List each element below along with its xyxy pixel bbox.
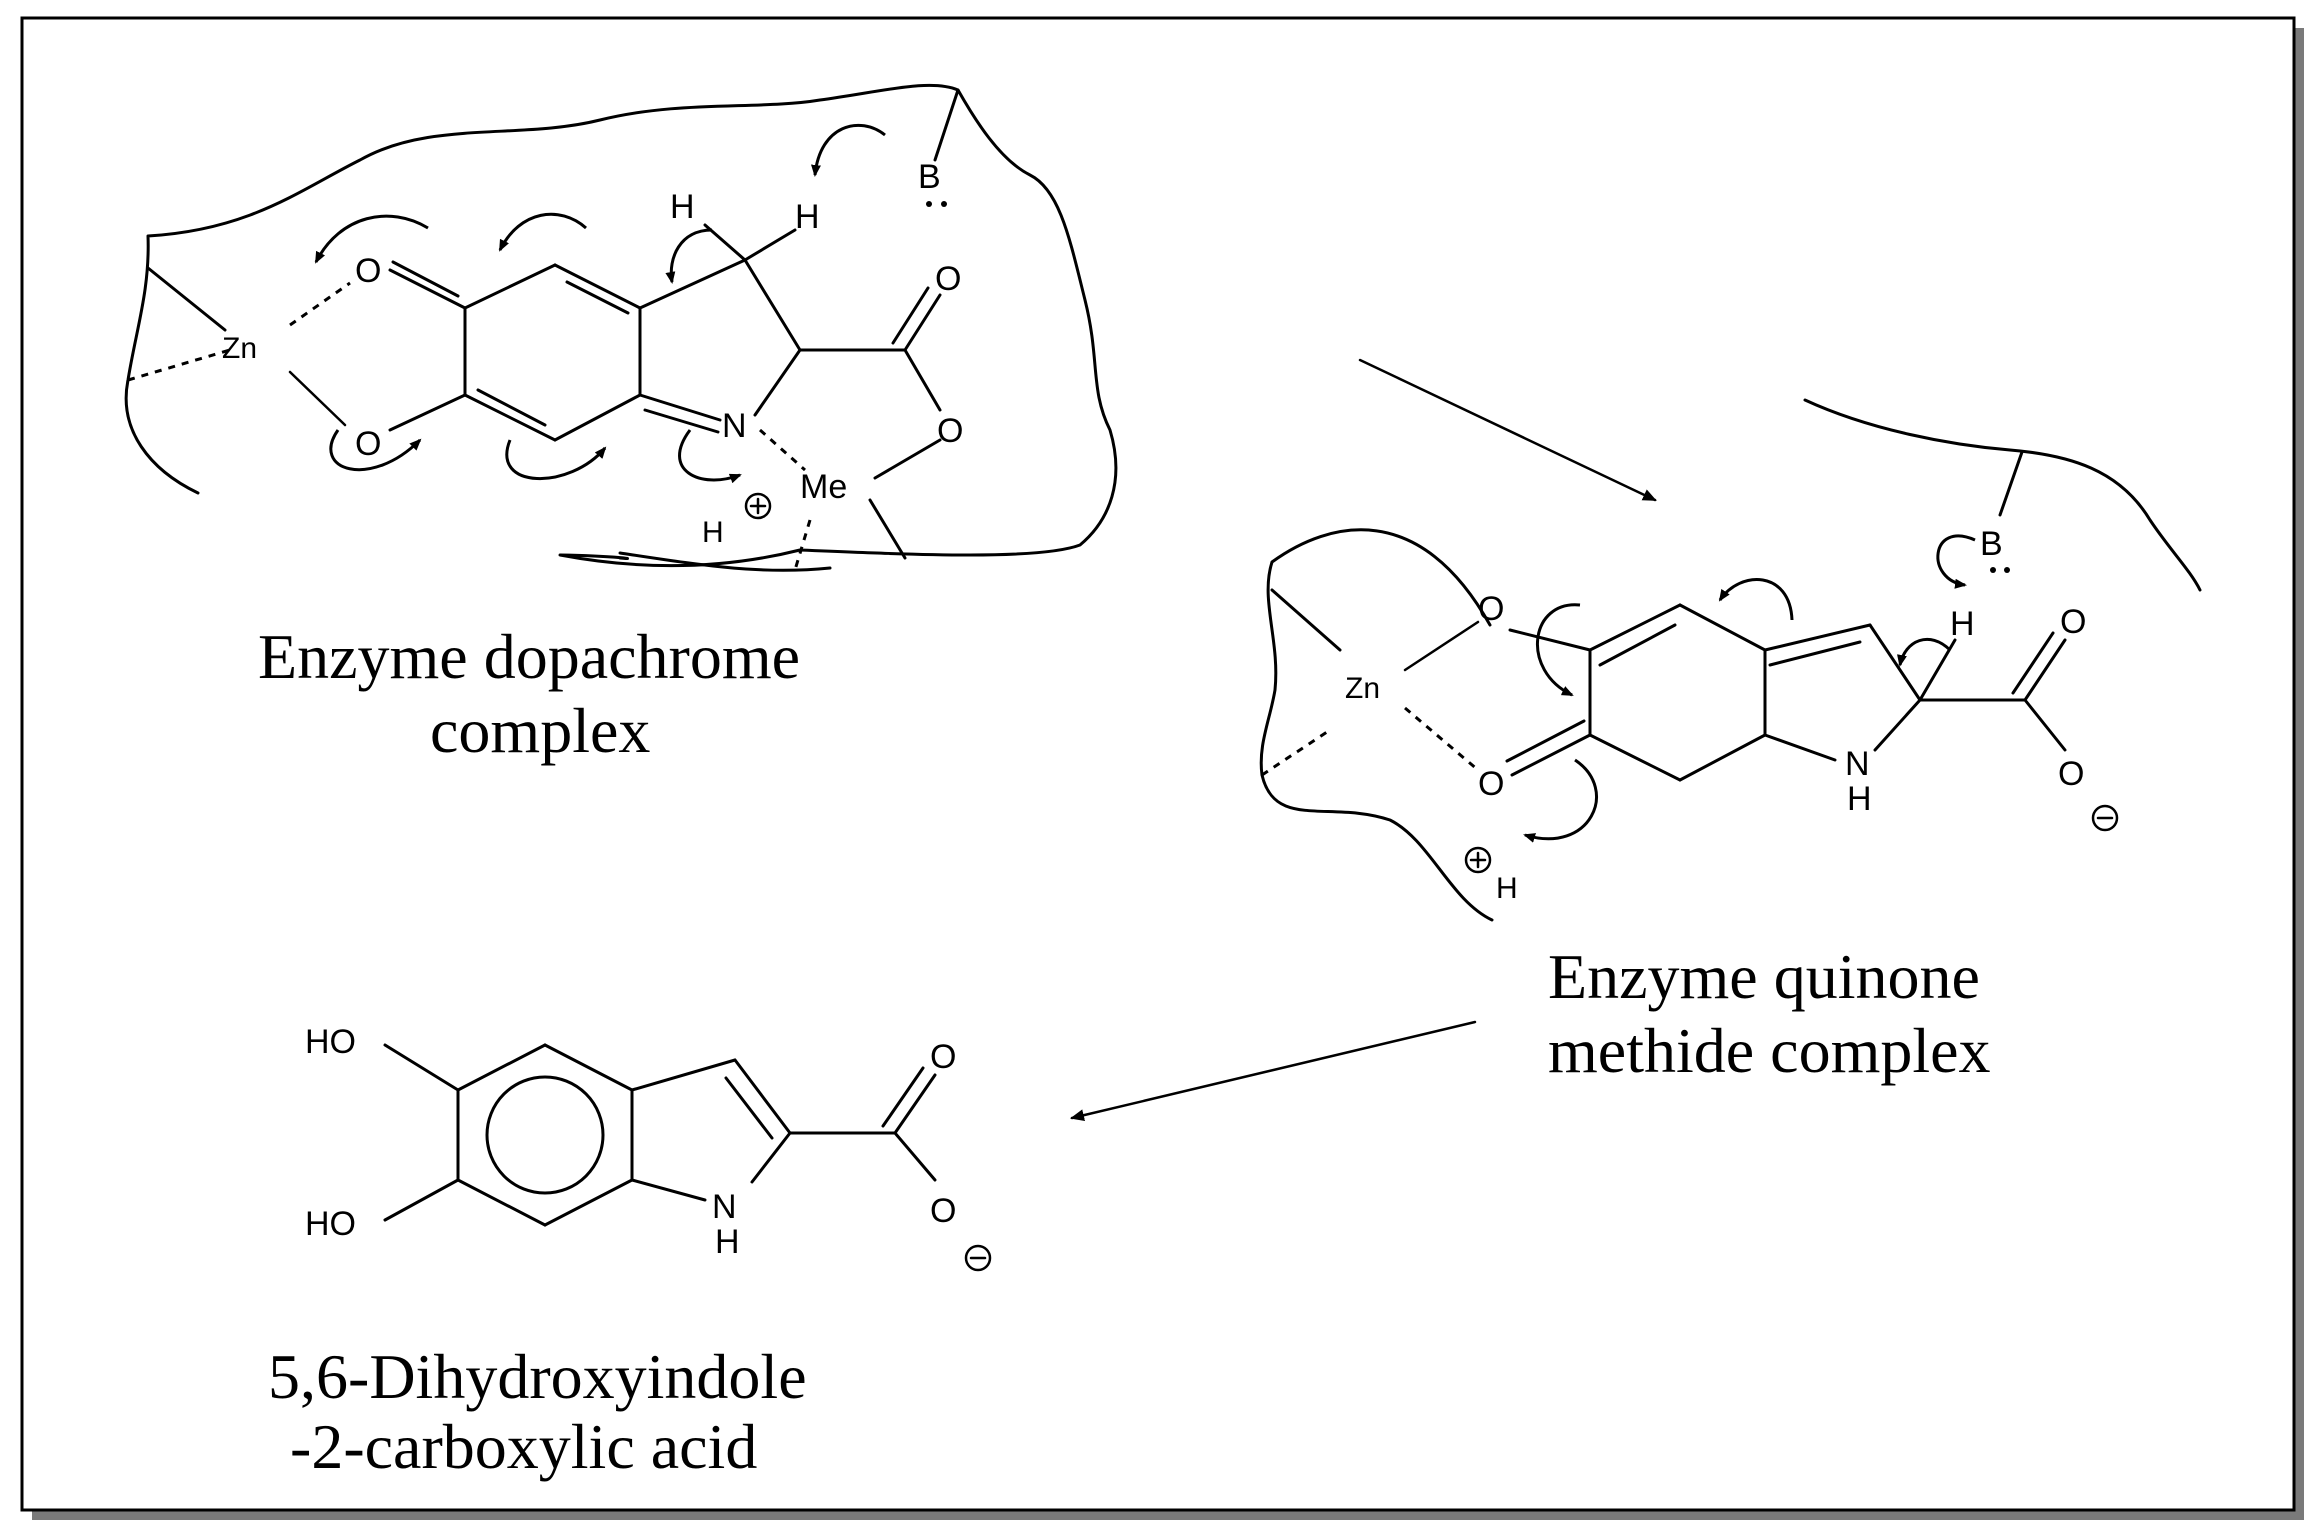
o-bottom-2-label: O bbox=[1478, 765, 1504, 803]
h-2-label: H bbox=[1950, 605, 1975, 643]
caption-dopachrome-line2: complex bbox=[430, 695, 650, 766]
caption-dopachrome-line1: Enzyme dopachrome bbox=[258, 621, 800, 692]
reaction-arrow-1 bbox=[1358, 358, 1657, 502]
frame bbox=[20, 16, 2296, 1512]
zn-2-label: Zn bbox=[1345, 672, 1380, 705]
nh-h-2-label: H bbox=[1847, 780, 1872, 818]
enzyme-pocket-1 bbox=[124, 83, 1118, 568]
enzyme-quinone-methide-complex: Zn O O N H H O O B bbox=[1259, 398, 2202, 922]
o-carbonyl-2-label: O bbox=[2060, 603, 2086, 641]
enzyme-pocket-2 bbox=[1259, 528, 1494, 922]
o-carbonyl-1-label: O bbox=[935, 260, 961, 298]
minus-charge-2 bbox=[2091, 804, 2119, 832]
caption-quinone-line2: methide complex bbox=[1548, 1015, 1991, 1086]
ho-top-label: HO bbox=[305, 1023, 356, 1061]
product-structure: HO HO N H O O bbox=[305, 1023, 992, 1272]
o-ester-label: O bbox=[937, 412, 963, 450]
me-label: Me bbox=[800, 468, 847, 506]
nh-n-2-label: N bbox=[1845, 745, 1870, 783]
o-bottom-label: O bbox=[355, 425, 381, 463]
o-anion-2-label: O bbox=[2058, 755, 2084, 793]
caption-quinone-line1: Enzyme quinone bbox=[1548, 941, 1980, 1012]
caption-product-line2: -2-carboxylic acid bbox=[290, 1411, 757, 1482]
plus-charge-2 bbox=[1464, 846, 1492, 874]
n-label: N bbox=[722, 407, 747, 445]
nh-n-3-label: N bbox=[712, 1188, 737, 1226]
proton-2-label: H bbox=[1496, 872, 1518, 905]
plus-charge-1 bbox=[744, 492, 772, 520]
aromatic-ring-circle bbox=[485, 1075, 605, 1195]
minus-charge-3 bbox=[964, 1244, 992, 1272]
zn-label: Zn bbox=[222, 332, 257, 365]
o-carbonyl-3-label: O bbox=[930, 1038, 956, 1076]
o-top-label: O bbox=[355, 252, 381, 290]
base-1-label: B bbox=[918, 158, 941, 196]
o-anion-3-label: O bbox=[930, 1192, 956, 1230]
ho-bottom-label: HO bbox=[305, 1205, 356, 1243]
proton-1-label: H bbox=[702, 516, 724, 549]
base-2-label: B bbox=[1980, 525, 2003, 563]
caption-product-line1: 5,6-Dihydroxyindole bbox=[268, 1341, 807, 1412]
h1-label: H bbox=[670, 188, 695, 226]
o-top-2-label: O bbox=[1478, 590, 1504, 628]
h2-label: H bbox=[795, 198, 820, 236]
nh-h-3-label: H bbox=[715, 1223, 740, 1261]
reaction-arrow-2 bbox=[1070, 1020, 1477, 1122]
enzyme-dopachrome-complex: Zn O O N H H O O bbox=[124, 83, 1118, 572]
